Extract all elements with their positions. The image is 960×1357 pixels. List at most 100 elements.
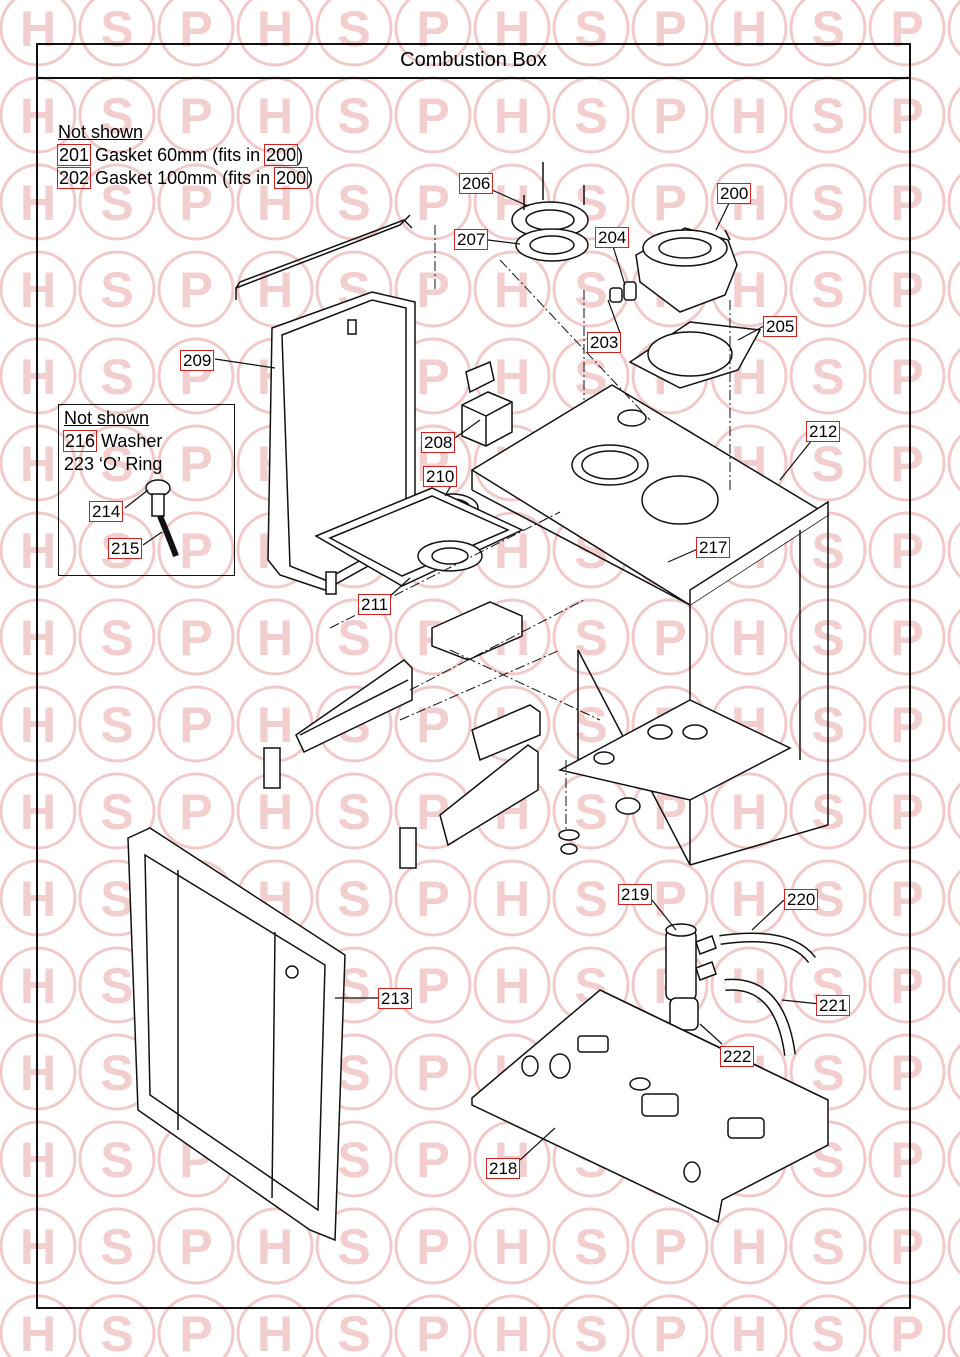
watermark-letter: P xyxy=(416,262,449,318)
watermark-letter: P xyxy=(890,262,923,318)
callout-200[interactable]: 200 xyxy=(717,183,752,204)
watermark-circle xyxy=(789,946,867,1024)
watermark-letter: S xyxy=(337,610,370,666)
callout-220[interactable]: 220 xyxy=(784,889,819,910)
watermark-circle xyxy=(947,173,960,231)
watermark-letter: S xyxy=(811,1219,844,1275)
watermark-circle xyxy=(868,0,946,67)
watermark-circle xyxy=(0,1033,77,1111)
callout-205[interactable]: 205 xyxy=(763,316,798,337)
watermark-circle xyxy=(0,598,77,676)
watermark-letter: S xyxy=(100,1,133,57)
watermark-letter: S xyxy=(100,175,133,231)
callout-222[interactable]: 222 xyxy=(720,1046,755,1067)
watermark-letter: S xyxy=(100,436,133,492)
watermark-letter: P xyxy=(179,436,212,492)
callout-215[interactable]: 215 xyxy=(108,538,143,559)
callout-219[interactable]: 219 xyxy=(618,884,653,905)
watermark-circle xyxy=(78,163,156,241)
watermark-circle xyxy=(394,946,472,1024)
watermark-circle xyxy=(236,250,314,328)
page-title: Combustion Box xyxy=(38,45,909,79)
callout-214[interactable]: 214 xyxy=(89,501,124,522)
watermark-circle xyxy=(315,0,393,67)
watermark-circle xyxy=(868,859,946,937)
callout-204[interactable]: 204 xyxy=(595,227,630,248)
watermark-letter: H xyxy=(494,1219,530,1275)
watermark-circle xyxy=(473,0,551,67)
watermark-circle xyxy=(315,859,393,937)
watermark-circle xyxy=(710,1294,788,1357)
watermark-circle xyxy=(947,1043,960,1101)
callout-208[interactable]: 208 xyxy=(421,432,456,453)
watermark-letter: S xyxy=(337,1045,370,1101)
part-208-fan xyxy=(461,360,513,447)
watermark-circle xyxy=(0,424,77,502)
box-notes: Not shown 216 Washer 223 ‘O’ Ring xyxy=(62,407,162,476)
part-ref-202[interactable]: 202 xyxy=(56,167,92,189)
watermark-circle xyxy=(789,337,867,415)
watermark-letter: P xyxy=(890,871,923,927)
watermark-letter: H xyxy=(20,436,56,492)
watermark-letter: H xyxy=(257,88,293,144)
watermark-circle xyxy=(552,1207,630,1285)
part-ref-200[interactable]: 200 xyxy=(274,167,309,189)
callout-206[interactable]: 206 xyxy=(459,173,494,194)
watermark-letter: P xyxy=(416,88,449,144)
note-line-202: 202 Gasket 100mm (fits in 200) xyxy=(56,167,313,190)
watermark-letter: H xyxy=(731,1,767,57)
watermark-letter: P xyxy=(890,1,923,57)
callout-210[interactable]: 210 xyxy=(423,466,458,487)
watermark-circle xyxy=(789,250,867,328)
watermark-circle xyxy=(78,337,156,415)
watermark-circle xyxy=(868,424,946,502)
watermark-letter: P xyxy=(890,784,923,840)
part-ref-216[interactable]: 216 xyxy=(62,430,98,452)
watermark-circle xyxy=(789,1207,867,1285)
watermark-circle xyxy=(0,337,77,415)
watermark-letter: S xyxy=(811,349,844,405)
callout-217[interactable]: 217 xyxy=(696,537,731,558)
callout-209[interactable]: 209 xyxy=(180,350,215,371)
watermark-circle xyxy=(473,1207,551,1285)
watermark-letter: S xyxy=(574,262,607,318)
watermark-circle xyxy=(868,685,946,763)
watermark-letter: P xyxy=(416,1132,449,1188)
callout-213[interactable]: 213 xyxy=(378,988,413,1009)
watermark-letter: S xyxy=(337,1306,370,1357)
watermark-letter: P xyxy=(890,88,923,144)
watermark-letter: H xyxy=(20,697,56,753)
not-shown-box: Not shown 216 Washer 223 ‘O’ Ring xyxy=(58,404,235,576)
watermark-letter: S xyxy=(811,1,844,57)
watermark-circle xyxy=(157,0,235,67)
watermark-letter: S xyxy=(337,1219,370,1275)
callout-221[interactable]: 221 xyxy=(816,995,851,1016)
callout-218[interactable]: 218 xyxy=(486,1158,521,1179)
callout-211[interactable]: 211 xyxy=(358,594,392,615)
watermark-circle xyxy=(0,1294,77,1357)
part-218-base-tray xyxy=(471,989,829,1224)
watermark-letter: S xyxy=(100,1132,133,1188)
watermark-letter: H xyxy=(20,523,56,579)
watermark-letter: S xyxy=(574,88,607,144)
watermark-circle xyxy=(315,1207,393,1285)
callout-212[interactable]: 212 xyxy=(806,421,841,442)
watermark-circle xyxy=(394,163,472,241)
watermark-letter: H xyxy=(731,1219,767,1275)
callout-207[interactable]: 207 xyxy=(454,229,489,250)
watermark-letter: P xyxy=(890,610,923,666)
watermark-letter: S xyxy=(337,1132,370,1188)
watermark-circle xyxy=(947,260,960,318)
watermark-letter: S xyxy=(574,871,607,927)
part-ref-201[interactable]: 201 xyxy=(56,144,92,166)
watermark-letter: P xyxy=(653,88,686,144)
watermark-letter: P xyxy=(653,1,686,57)
watermark-letter: P xyxy=(416,175,449,231)
watermark-letter: H xyxy=(257,1306,293,1357)
watermark-circle xyxy=(868,337,946,415)
watermark-letter: H xyxy=(257,784,293,840)
watermark-letter: S xyxy=(100,871,133,927)
callout-203[interactable]: 203 xyxy=(587,332,622,353)
part-ref-200[interactable]: 200 xyxy=(264,144,299,166)
